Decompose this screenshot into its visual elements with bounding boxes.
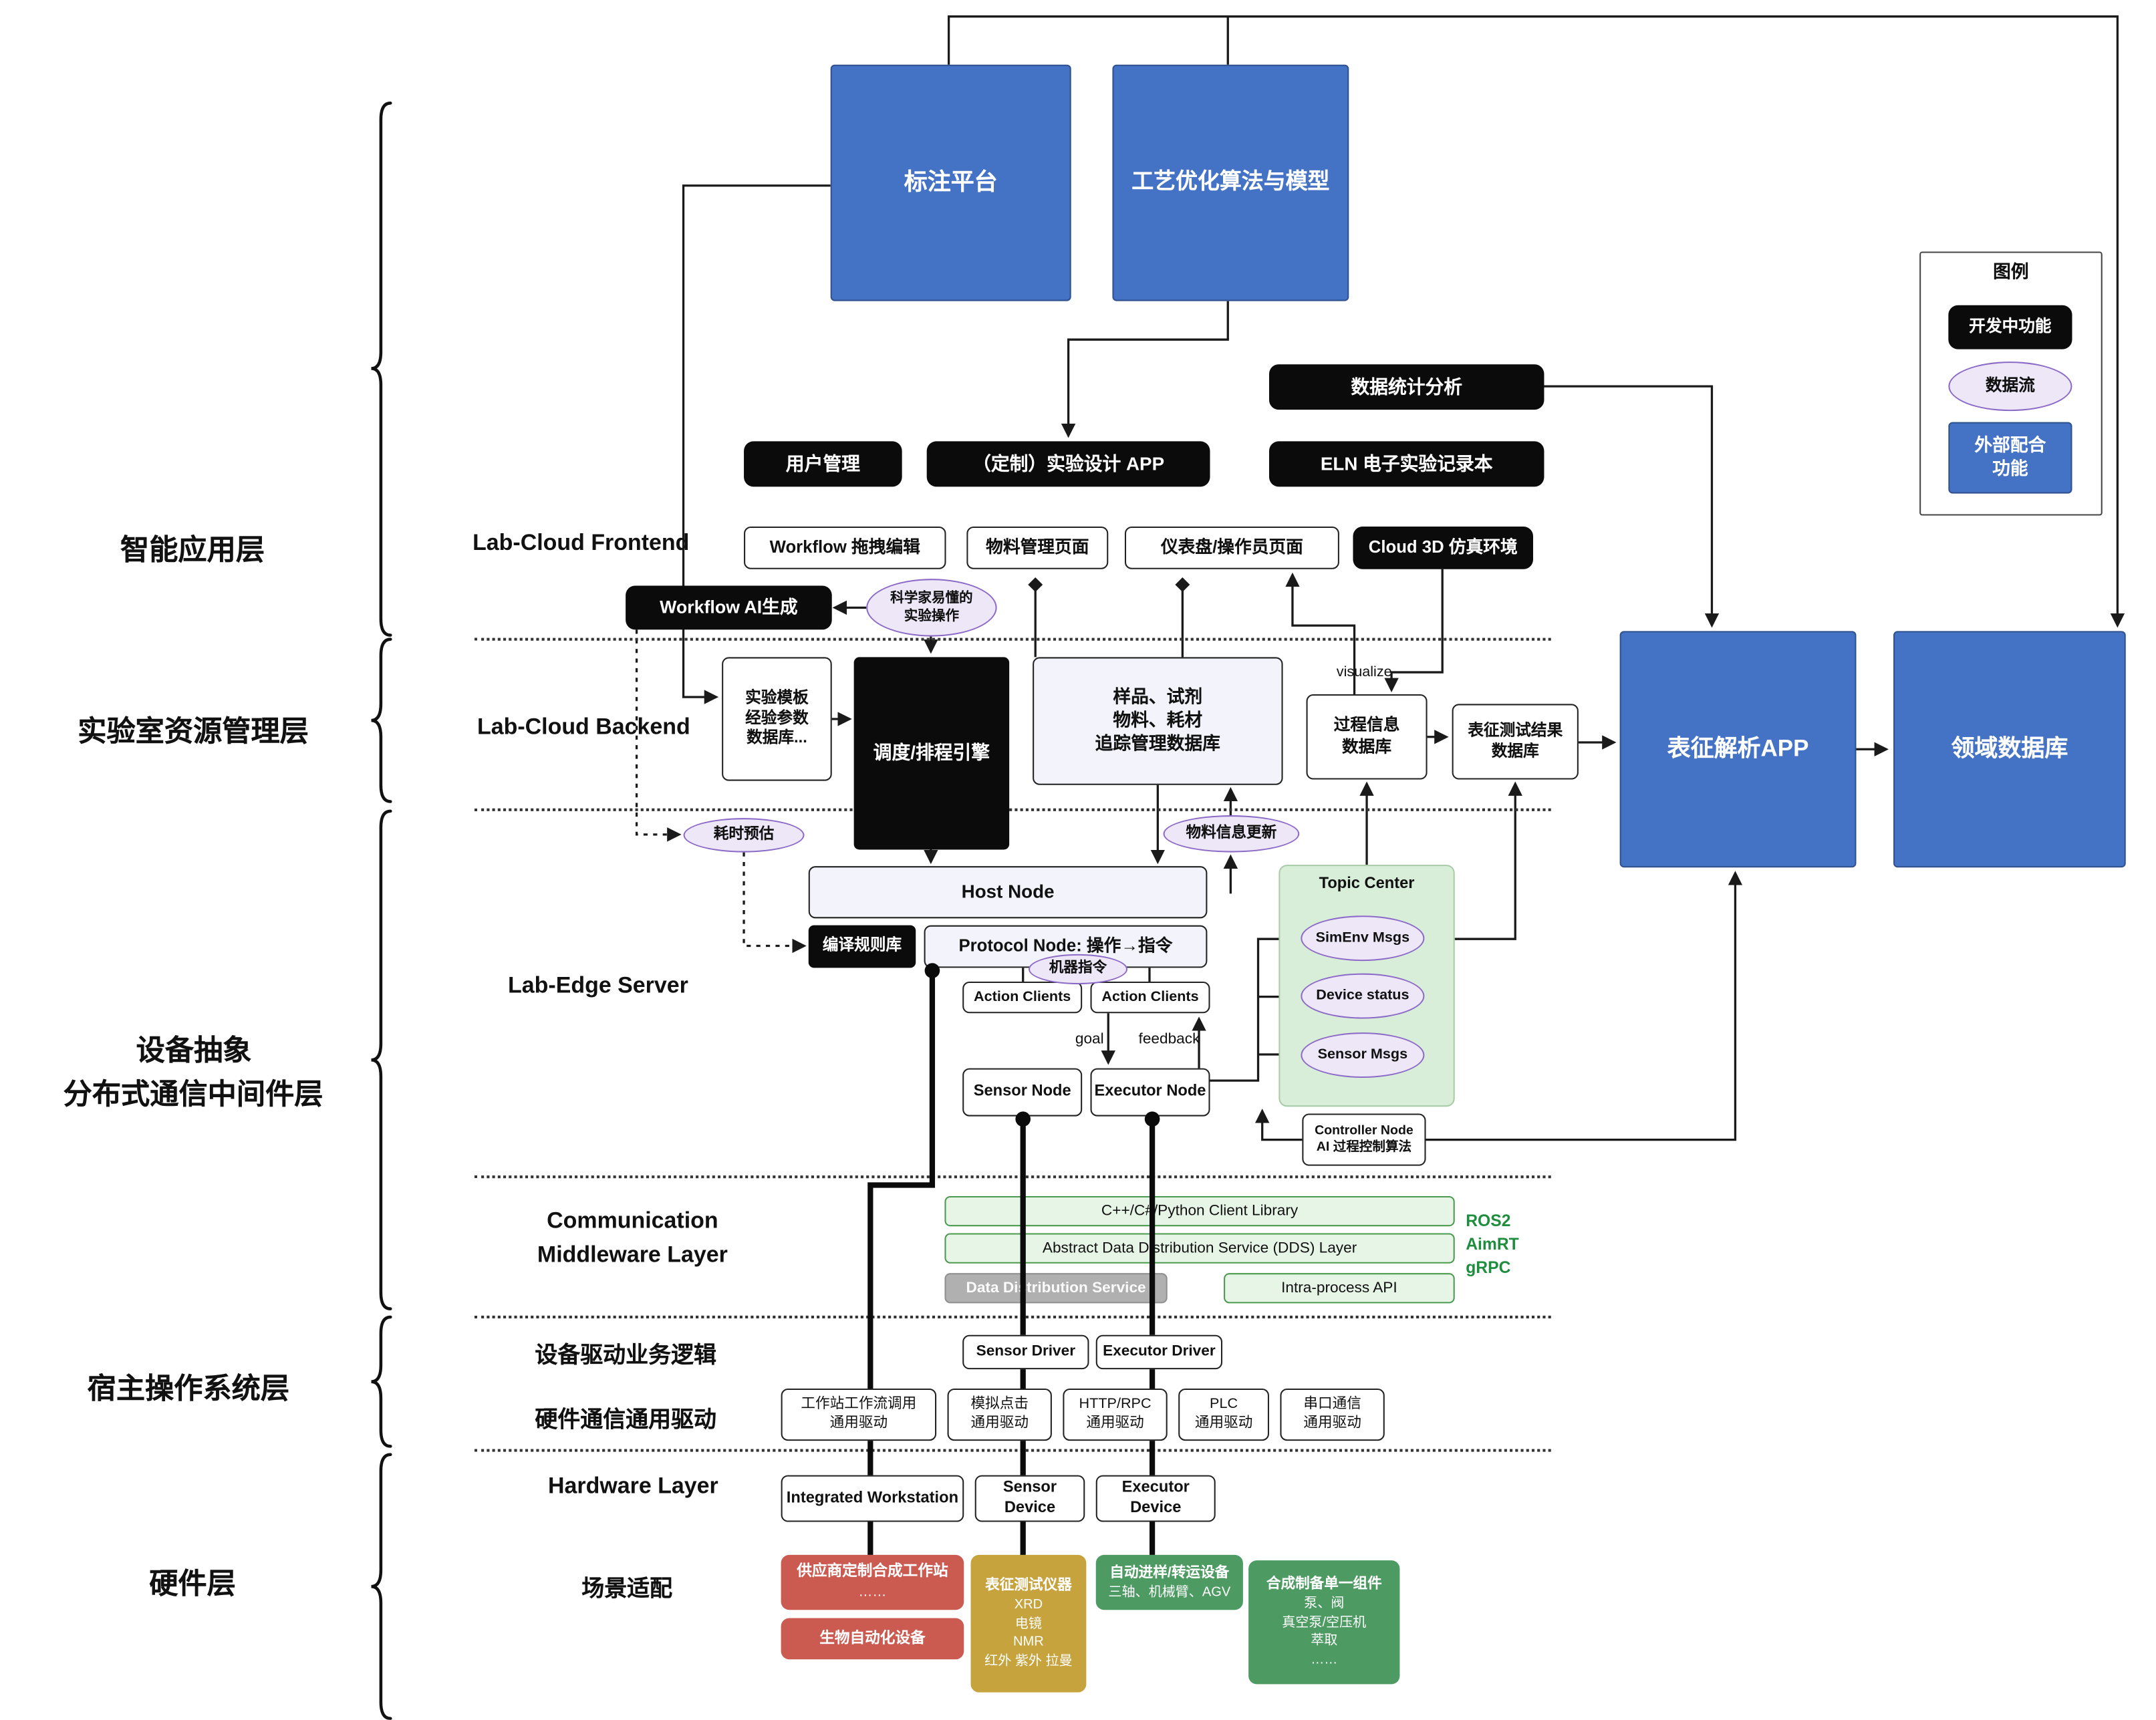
serial-driver-node: 串口通信 通用驱动: [1280, 1388, 1385, 1441]
layer-label-host-os: 宿主操作系统层: [87, 1373, 290, 1405]
user-management-node: 用户管理: [744, 441, 902, 487]
click-sim-driver-node: 模拟点击 通用驱动: [947, 1388, 1052, 1441]
grpc-label: gRPC: [1466, 1258, 1511, 1278]
data-statistics-node: 数据统计分析: [1268, 364, 1544, 410]
transfer-equipment-node: 自动进样/转运设备 三轴、机械臂、AGV: [1095, 1554, 1243, 1610]
legend-title: 图例: [1993, 261, 2029, 282]
device-status-flow: Device status: [1301, 973, 1425, 1019]
vendor-workstation-body: ……: [858, 1584, 887, 1600]
transfer-equipment-body: 三轴、机械臂、AGV: [1108, 1584, 1231, 1600]
layer-label-hardware: 硬件层: [149, 1568, 236, 1600]
section-label-hardware-layer: Hardware Layer: [548, 1473, 718, 1499]
integrated-workstation-node: Integrated Workstation: [781, 1475, 964, 1522]
layer-label-device-abstraction: 设备抽象: [136, 1035, 252, 1067]
section-label-scene-adapt: 场景适配: [581, 1576, 673, 1602]
process-info-db-node: 过程信息 数据库: [1306, 694, 1428, 780]
material-page-node: 物料管理页面: [966, 526, 1109, 569]
eln-node: ELN 电子实验记录本: [1268, 441, 1544, 487]
vendor-workstation-node: 供应商定制合成工作站 ……: [781, 1554, 964, 1610]
sensor-driver-node: Sensor Driver: [962, 1334, 1089, 1370]
workstation-driver-node: 工作站工作流调用 通用驱动: [781, 1388, 937, 1441]
rule-library-node: 编译规则库: [808, 925, 916, 968]
separator-os-hardware: [474, 1449, 1551, 1452]
action-clients-right-node: Action Clients: [1090, 981, 1210, 1014]
separator-backend-edge: [474, 808, 1551, 811]
legend-external-item: 外部配合 功能: [1948, 422, 2072, 494]
layer-braces: [371, 102, 392, 1720]
workflow-ai-node: Workflow AI生成: [626, 585, 832, 630]
vendor-workstation-title: 供应商定制合成工作站: [797, 1563, 948, 1580]
dashboard-page-node: 仪表盘/操作员页面: [1124, 526, 1339, 569]
intra-process-api-node: Intra-process API: [1224, 1273, 1455, 1304]
plc-driver-node: PLC 通用驱动: [1178, 1388, 1269, 1441]
layer-label-middleware: 分布式通信中间件层: [63, 1079, 323, 1111]
synthesis-components-title: 合成制备单一组件: [1266, 1576, 1382, 1593]
legend-dev-item: 开发中功能: [1948, 305, 2072, 349]
char-result-db-node: 表征测试结果 数据库: [1452, 704, 1579, 780]
section-label-backend: Lab-Cloud Backend: [477, 714, 690, 740]
scientist-ops-flow: 科学家易懂的 实验操作: [866, 579, 997, 637]
section-label-hw-comm-driver: 硬件通信通用驱动: [535, 1407, 716, 1433]
sensor-node: Sensor Node: [962, 1068, 1083, 1117]
ros2-label: ROS2: [1466, 1211, 1511, 1231]
section-label-edge-server: Lab-Edge Server: [508, 973, 688, 998]
aimrt-label: AimRT: [1466, 1234, 1519, 1254]
experiment-design-app-node: （定制）实验设计 APP: [926, 441, 1210, 487]
domain-db-node: 领域数据库: [1893, 631, 2126, 868]
section-label-communication: Communication: [547, 1208, 718, 1234]
topic-center-title: Topic Center: [1319, 875, 1415, 893]
visualize-label: visualize: [1336, 664, 1392, 681]
layer-label-intelligent-app: 智能应用层: [120, 535, 265, 567]
synthesis-components-body: 泵、阀 真空泵/空压机 萃取 ……: [1282, 1596, 1367, 1668]
section-label-frontend: Lab-Cloud Frontend: [473, 531, 690, 556]
executor-device-node: Executor Device: [1095, 1475, 1216, 1522]
layer-label-lab-resource: 实验室资源管理层: [78, 716, 309, 748]
goal-label: goal: [1075, 1031, 1104, 1048]
host-node: Host Node: [808, 866, 1208, 919]
separator-edge-comm: [474, 1175, 1551, 1179]
feedback-label: feedback: [1138, 1031, 1200, 1048]
executor-driver-node: Executor Driver: [1095, 1334, 1223, 1370]
separator-frontend-backend: [474, 637, 1551, 641]
separator-comm-os: [474, 1315, 1551, 1319]
cloud-3d-sim-node: Cloud 3D 仿真环境: [1353, 526, 1534, 569]
time-estimate-flow: 耗时预估: [683, 818, 805, 853]
material-update-flow: 物料信息更新: [1163, 815, 1300, 853]
client-library-node: C++/C#/Python Client Library: [944, 1195, 1455, 1227]
sensor-msgs-flow: Sensor Msgs: [1301, 1032, 1425, 1079]
template-db-node: 实验模板 经验参数 数据库...: [722, 657, 832, 781]
workflow-drag-edit-node: Workflow 拖拽编辑: [744, 526, 946, 569]
dds-service-node: Data Distribution Service: [944, 1273, 1168, 1304]
legend-flow-item: 数据流: [1948, 362, 2072, 412]
synthesis-components-node: 合成制备单一组件 泵、阀 真空泵/空压机 萃取 ……: [1248, 1560, 1400, 1685]
characterization-instruments-node: 表征测试仪器 XRD 电镜 NMR 红外 紫外 拉曼: [970, 1554, 1087, 1693]
sample-tracking-db-node: 样品、试剂 物料、耗材 追踪管理数据库: [1033, 657, 1283, 785]
controller-node: Controller Node AI 过程控制算法: [1302, 1113, 1426, 1166]
char-analysis-app-node: 表征解析APP: [1619, 631, 1857, 868]
characterization-instruments-body: XRD 电镜 NMR 红外 紫外 拉曼: [984, 1597, 1073, 1669]
machine-command-flow: 机器指令: [1028, 954, 1128, 985]
annotation-platform-node: 标注平台: [830, 64, 1071, 301]
simenv-msgs-flow: SimEnv Msgs: [1301, 915, 1425, 962]
characterization-instruments-title: 表征测试仪器: [985, 1577, 1072, 1594]
bio-automation-node: 生物自动化设备: [781, 1618, 964, 1660]
executor-node: Executor Node: [1090, 1068, 1210, 1117]
dds-abstract-layer-node: Abstract Data Distribution Service (DDS)…: [944, 1233, 1455, 1264]
section-label-middleware-layer: Middleware Layer: [537, 1242, 728, 1268]
section-label-driver-logic: 设备驱动业务逻辑: [535, 1343, 716, 1369]
process-optimization-node: 工艺优化算法与模型: [1112, 64, 1349, 301]
scheduler-engine-node: 调度/排程引擎: [853, 657, 1010, 850]
http-rpc-driver-node: HTTP/RPC 通用驱动: [1063, 1388, 1168, 1441]
action-clients-left-node: Action Clients: [962, 981, 1083, 1014]
sensor-device-node: Sensor Device: [974, 1475, 1085, 1522]
transfer-equipment-title: 自动进样/转运设备: [1109, 1564, 1230, 1581]
